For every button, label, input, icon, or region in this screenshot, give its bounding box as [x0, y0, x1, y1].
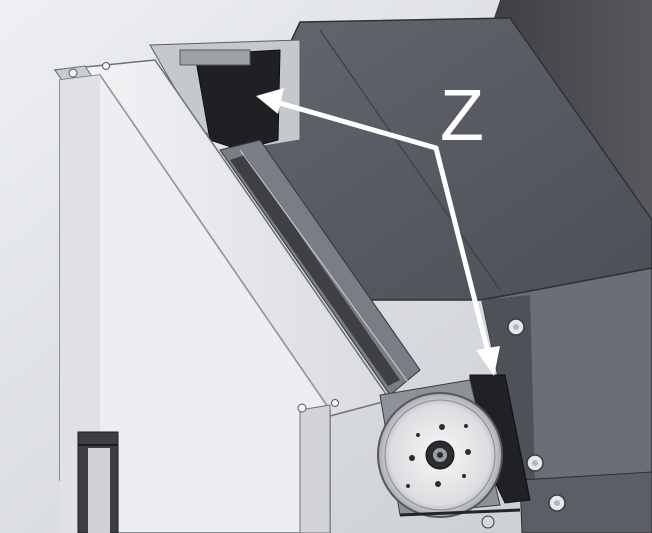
- callout-arrows: [256, 88, 500, 376]
- callout-label: Z: [440, 76, 484, 156]
